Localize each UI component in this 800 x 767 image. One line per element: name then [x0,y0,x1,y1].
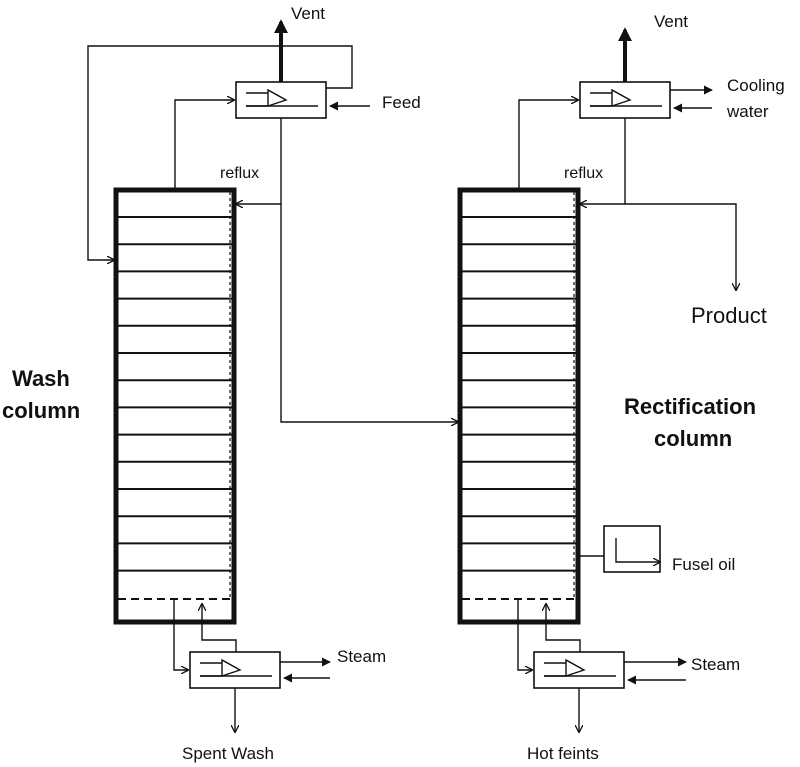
rectification-vapour-line [518,100,578,190]
feed-label: Feed [382,93,421,112]
cooling-water-label-line1: Cooling [727,76,785,95]
rectification-reflux-line [580,118,626,204]
wash-vapour-line [174,100,234,190]
rectification-column-label-line1: Rectification [624,394,756,419]
wash-column-label-line1: Wash [12,366,70,391]
transfer-line [280,204,458,422]
reflux-label-right: reflux [564,165,603,182]
vent-label-left: Vent [291,4,325,23]
steam-label-left: Steam [337,647,386,666]
wash-reboiler-feed [173,600,188,670]
feed-preheat-loop [87,45,353,260]
wash-reflux-line [236,118,282,204]
wash-column-label-line2: column [2,398,80,423]
wash-condenser [235,81,327,119]
reflux-label-left: reflux [220,165,259,182]
rectification-column-label-line2: column [654,426,732,451]
wash-reboiler-return [202,604,237,652]
hot-feints-label: Hot feints [527,744,599,763]
rectification-reboiler-feed [517,600,532,670]
fusel-oil-decanter [578,525,661,573]
cooling-water-label-line2: water [726,102,769,121]
product-label: Product [691,303,767,328]
fusel-oil-label: Fusel oil [672,555,735,574]
wash-column [113,187,237,625]
spent-wash-label: Spent Wash [182,744,274,763]
rectification-column-trays [462,216,576,572]
steam-label-right: Steam [691,655,740,674]
rectification-column [457,187,581,625]
rectification-reboiler-return [546,604,581,652]
product-line [625,203,736,290]
rectification-reboiler [533,651,625,689]
wash-reboiler [189,651,281,689]
rectification-condenser [579,81,671,119]
wash-column-trays [118,216,232,572]
vent-label-right: Vent [654,12,688,31]
